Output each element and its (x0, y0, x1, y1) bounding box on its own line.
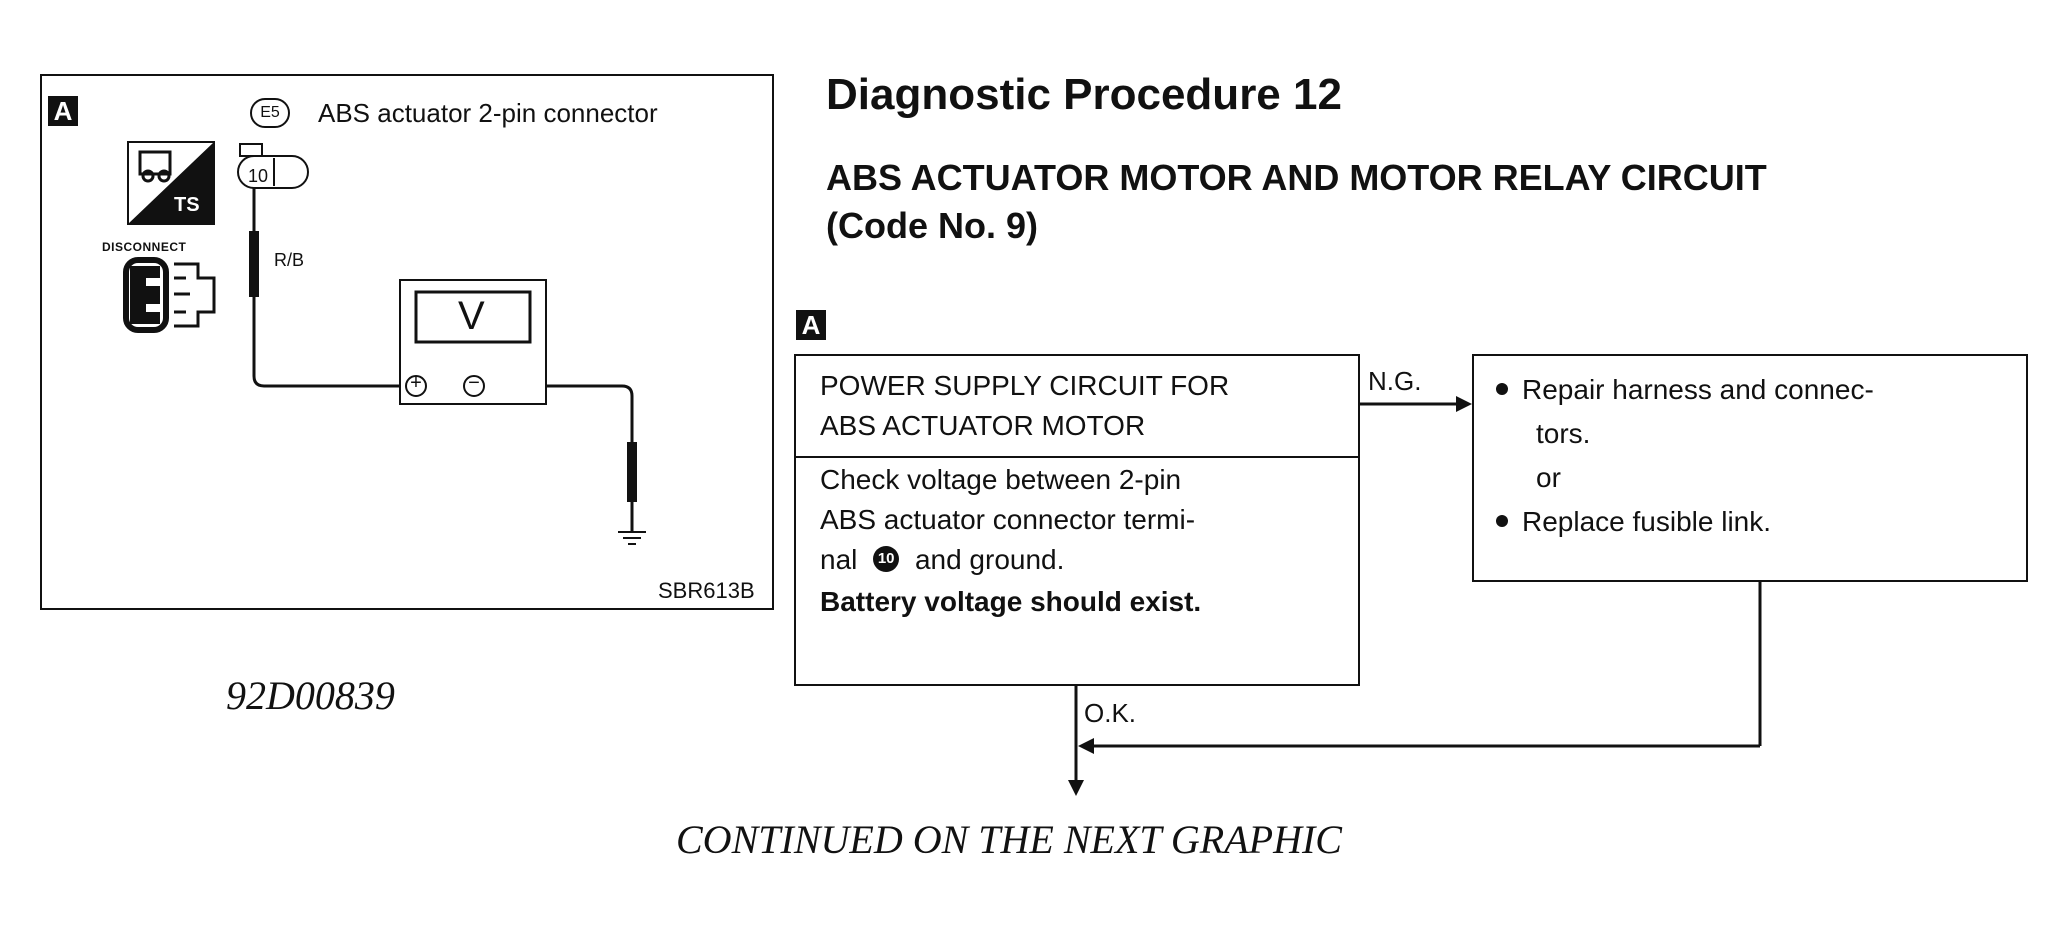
figure-code: SBR613B (658, 578, 755, 603)
page-title: Diagnostic Procedure 12 (826, 70, 1342, 119)
ng-item-2-text: Replace fusible link. (1522, 506, 1772, 537)
step-body-line-1: Check voltage between 2-pin (820, 464, 1182, 495)
wire-color-label: R/B (274, 250, 305, 270)
disconnect-label: DISCONNECT (102, 240, 187, 254)
wiring-diagram (42, 76, 772, 606)
plus-terminal: + (410, 372, 422, 394)
step-divider (796, 456, 1358, 458)
connector-code-badge: E5 (250, 98, 290, 128)
ng-item-2: Replace fusible link. (1496, 502, 1771, 542)
step-body-line-2: ABS actuator connector termi- (820, 504, 1196, 535)
bullet-icon (1496, 514, 1508, 527)
page-subtitle-line-1: ABS ACTUATOR MOTOR AND MOTOR RELAY CIRCU… (826, 157, 1767, 198)
step-body-line-3: nal 10 and ground. (820, 540, 1064, 580)
ng-edge-label: N.G. (1368, 366, 1422, 396)
connector-label: ABS actuator 2-pin connector (318, 98, 658, 128)
continued-note: CONTINUED ON THE NEXT GRAPHIC (676, 817, 1342, 862)
step-result: Battery voltage should exist. (820, 586, 1202, 617)
ng-action-box: Repair harness and connec- tors. or Repl… (1472, 354, 2028, 582)
step-body-suffix: and ground. (914, 544, 1065, 575)
disconnect-connector-icon (120, 256, 220, 334)
ng-item-1-text: Repair harness and connec- (1522, 374, 1874, 405)
ng-or: or (1536, 462, 1561, 493)
check-step-box: POWER SUPPLY CIRCUIT FOR ABS ACTUATOR MO… (794, 354, 1360, 686)
ts-label: TS (174, 194, 200, 216)
minus-terminal: − (468, 372, 480, 394)
document-id: 92D00839 (226, 673, 395, 718)
bullet-icon (1496, 382, 1508, 395)
terminal-ref-circle: 10 (873, 545, 900, 572)
ng-item-1-cont: tors. (1536, 418, 1591, 449)
ok-edge-label: O.K. (1084, 698, 1137, 728)
step-body-prefix: nal (820, 544, 858, 575)
terminal-ref: 10 (877, 549, 895, 567)
voltmeter-symbol: V (458, 294, 485, 338)
ng-item-1: Repair harness and connec- (1496, 370, 1874, 410)
step-title-line-2: ABS ACTUATOR MOTOR (820, 410, 1146, 441)
terminal-label: 10 (248, 166, 269, 186)
flow-tag: A (796, 310, 826, 340)
illustration-tag: A (48, 96, 78, 126)
illustration-panel: A E5 ABS actuator 2-pin connector TS DIS… (40, 74, 774, 610)
step-title-line-1: POWER SUPPLY CIRCUIT FOR (820, 370, 1230, 401)
page-subtitle-line-2: (Code No. 9) (826, 205, 1038, 246)
ts-tool-icon (126, 140, 216, 226)
